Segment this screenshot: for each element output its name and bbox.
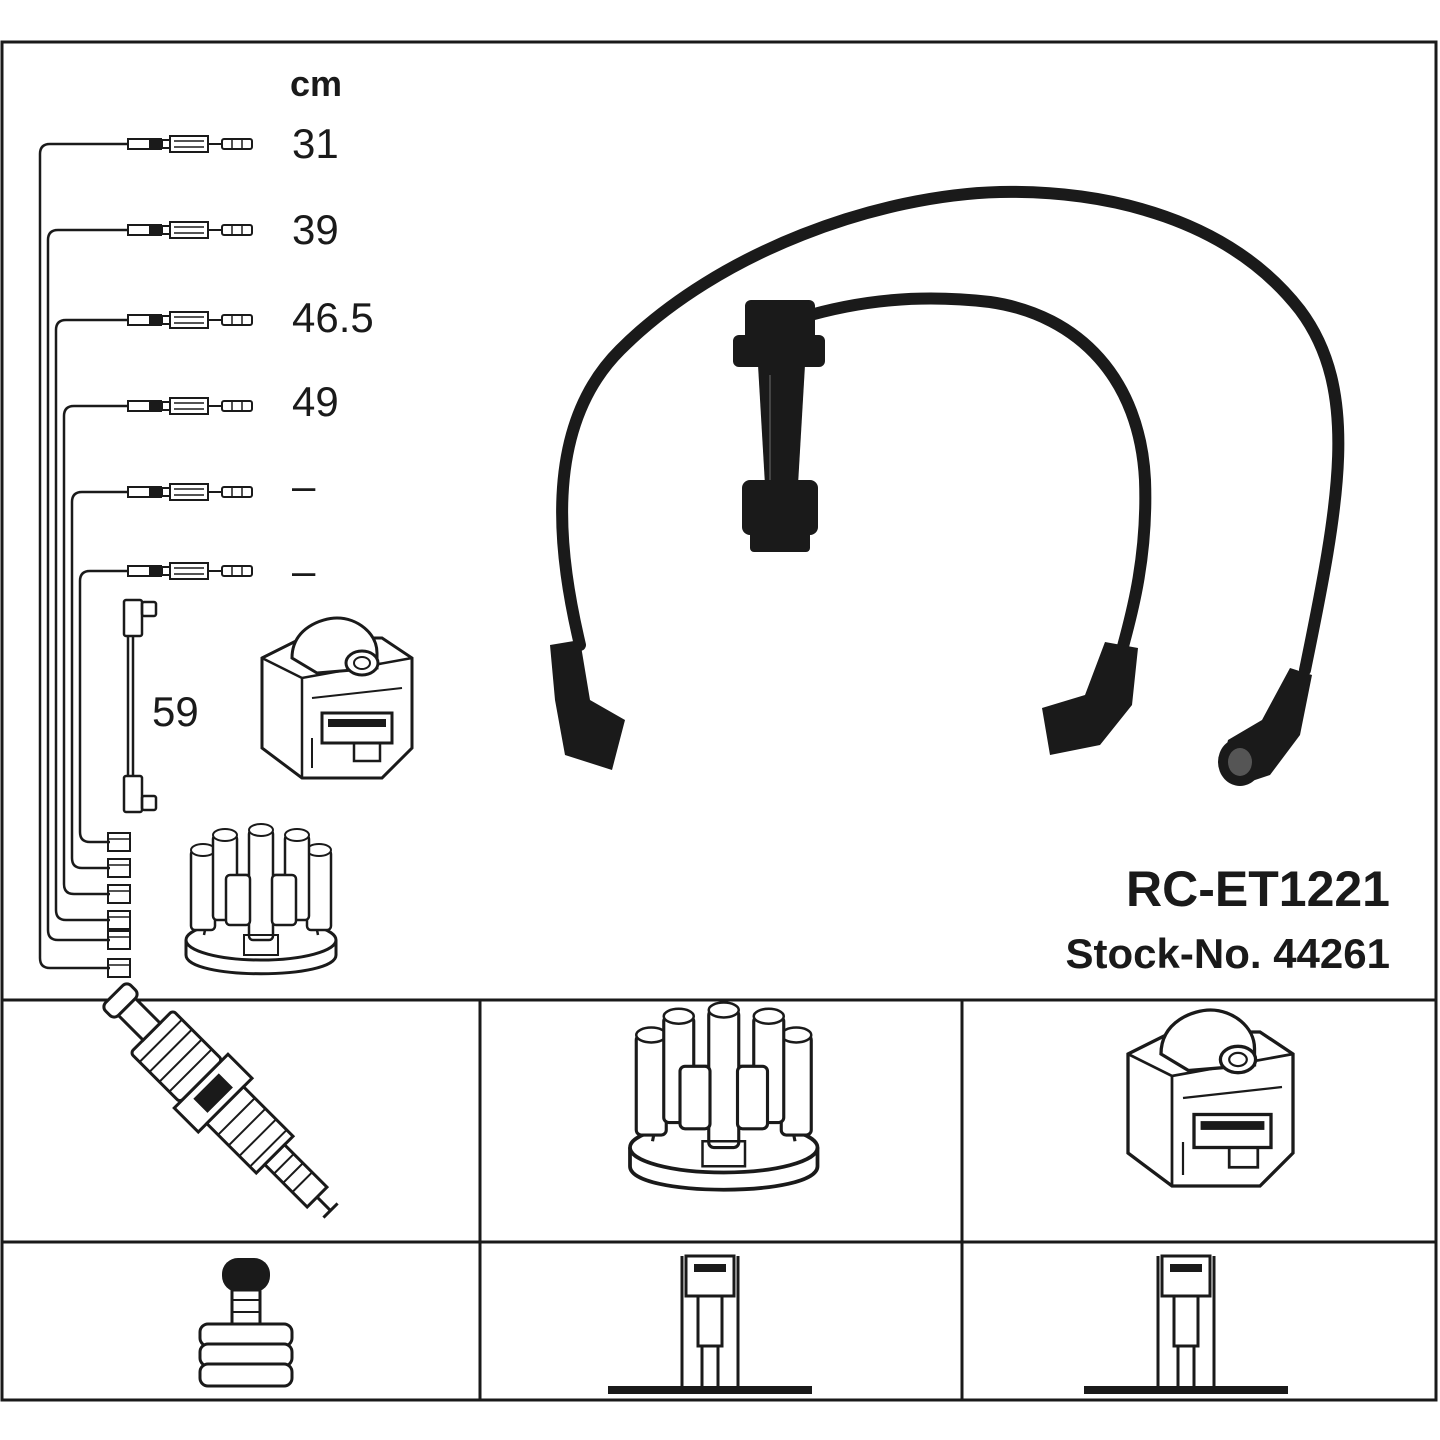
length-label-2: 39 <box>292 206 339 253</box>
ignition-cable-set <box>550 185 1345 786</box>
lead-connector-4 <box>127 397 253 415</box>
lead-connector-6 <box>127 562 253 580</box>
stock-number: Stock-No. 44261 <box>1066 930 1390 977</box>
distributor-cap-drawing <box>184 822 338 976</box>
outer-frame <box>0 40 1438 1402</box>
coil-lead-length-label: 59 <box>152 688 199 735</box>
lead-connector-1 <box>127 135 253 153</box>
cable-bundle <box>38 142 128 970</box>
lead-connector-3 <box>127 311 253 329</box>
lead-connector-2 <box>127 221 253 239</box>
ignition-coil-icon <box>1126 1008 1295 1188</box>
lead-terminal-3 <box>107 910 131 930</box>
lead-terminal-1 <box>107 958 131 978</box>
lead-terminal-5 <box>107 858 131 878</box>
coil-lead <box>122 598 158 814</box>
lead-terminal-2 <box>107 930 131 950</box>
distributor-cap-icon <box>628 1000 820 1192</box>
length-label-3: 46.5 <box>292 294 374 341</box>
length-label-6: – <box>292 547 316 594</box>
lead-terminal-4 <box>107 884 131 904</box>
lead-connector-5 <box>127 483 253 501</box>
cap-terminal-icon <box>606 1254 814 1396</box>
part-number: RC-ET1221 <box>1126 861 1390 917</box>
spark-plug-icon <box>102 982 339 1219</box>
length-label-4: 49 <box>292 378 339 425</box>
length-label-1: 31 <box>292 120 339 167</box>
plug-boot-icon <box>198 1258 294 1388</box>
length-label-5: – <box>292 462 316 509</box>
ignition-coil-drawing <box>260 616 414 780</box>
lead-terminal-6 <box>107 832 131 852</box>
unit-label: cm <box>290 63 342 104</box>
coil-terminal-icon <box>1082 1254 1290 1396</box>
